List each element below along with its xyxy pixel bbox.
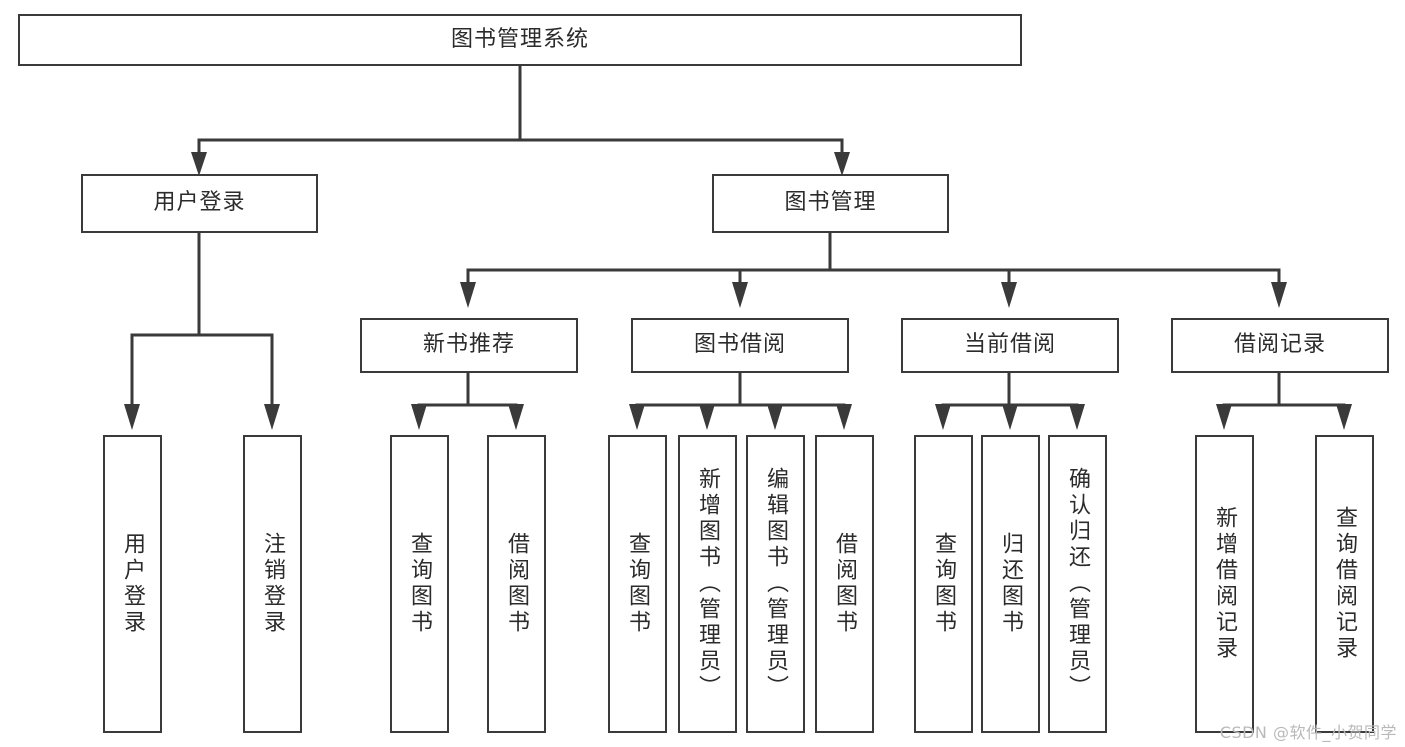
node-root-label: 图书管理系统 [450, 26, 589, 52]
leaf-query-record[interactable]: 查询借阅记录 [1315, 435, 1374, 733]
leaf-return-book[interactable]: 归还图书 [981, 435, 1040, 733]
leaf-user-login-label: 用户登录 [120, 532, 146, 636]
leaf-query-book-rec-label: 查询图书 [407, 532, 433, 636]
node-book-borrow-label: 图书借阅 [693, 332, 786, 358]
node-new-book-recommend-label: 新书推荐 [422, 332, 515, 358]
node-book-borrow[interactable]: 图书借阅 [631, 318, 849, 373]
leaf-edit-book[interactable]: 编辑图书（管理员） [746, 435, 805, 733]
leaf-user-login[interactable]: 用户登录 [103, 435, 162, 733]
node-user-login-label: 用户登录 [153, 190, 246, 216]
node-book-manage-label: 图书管理 [784, 190, 877, 216]
node-borrow-record[interactable]: 借阅记录 [1171, 318, 1389, 373]
leaf-confirm-return-label: 确认归还（管理员） [1065, 467, 1091, 701]
leaf-query-book-rec[interactable]: 查询图书 [390, 435, 449, 733]
leaf-borrow-book-rec[interactable]: 借阅图书 [487, 435, 546, 733]
csdn-watermark: CSDN @软件_小贺同学 [1219, 723, 1397, 742]
node-user-login[interactable]: 用户登录 [81, 174, 318, 233]
node-current-borrow-label: 当前借阅 [963, 332, 1056, 358]
leaf-borrow-book-rec-label: 借阅图书 [504, 532, 530, 636]
leaf-edit-book-label: 编辑图书（管理员） [763, 467, 789, 701]
leaf-confirm-return[interactable]: 确认归还（管理员） [1048, 435, 1107, 733]
node-new-book-recommend[interactable]: 新书推荐 [360, 318, 578, 373]
leaf-query-book-borrow-label: 查询图书 [625, 532, 651, 636]
leaf-add-book[interactable]: 新增图书（管理员） [678, 435, 737, 733]
leaf-query-book-borrow[interactable]: 查询图书 [608, 435, 667, 733]
node-borrow-record-label: 借阅记录 [1233, 332, 1326, 358]
leaf-add-record[interactable]: 新增借阅记录 [1195, 435, 1254, 733]
leaf-borrow-book[interactable]: 借阅图书 [815, 435, 874, 733]
node-root[interactable]: 图书管理系统 [18, 14, 1022, 66]
leaf-return-book-label: 归还图书 [998, 532, 1024, 636]
leaf-query-book-cur-label: 查询图书 [931, 532, 957, 636]
leaf-query-book-cur[interactable]: 查询图书 [914, 435, 973, 733]
leaf-borrow-book-label: 借阅图书 [832, 532, 858, 636]
node-current-borrow[interactable]: 当前借阅 [901, 318, 1119, 373]
leaf-add-book-label: 新增图书（管理员） [695, 467, 721, 701]
leaf-query-record-label: 查询借阅记录 [1332, 506, 1358, 662]
node-book-manage[interactable]: 图书管理 [712, 174, 949, 233]
leaf-user-logout-label: 注销登录 [260, 532, 286, 636]
leaf-add-record-label: 新增借阅记录 [1212, 506, 1238, 662]
leaf-user-logout[interactable]: 注销登录 [243, 435, 302, 733]
